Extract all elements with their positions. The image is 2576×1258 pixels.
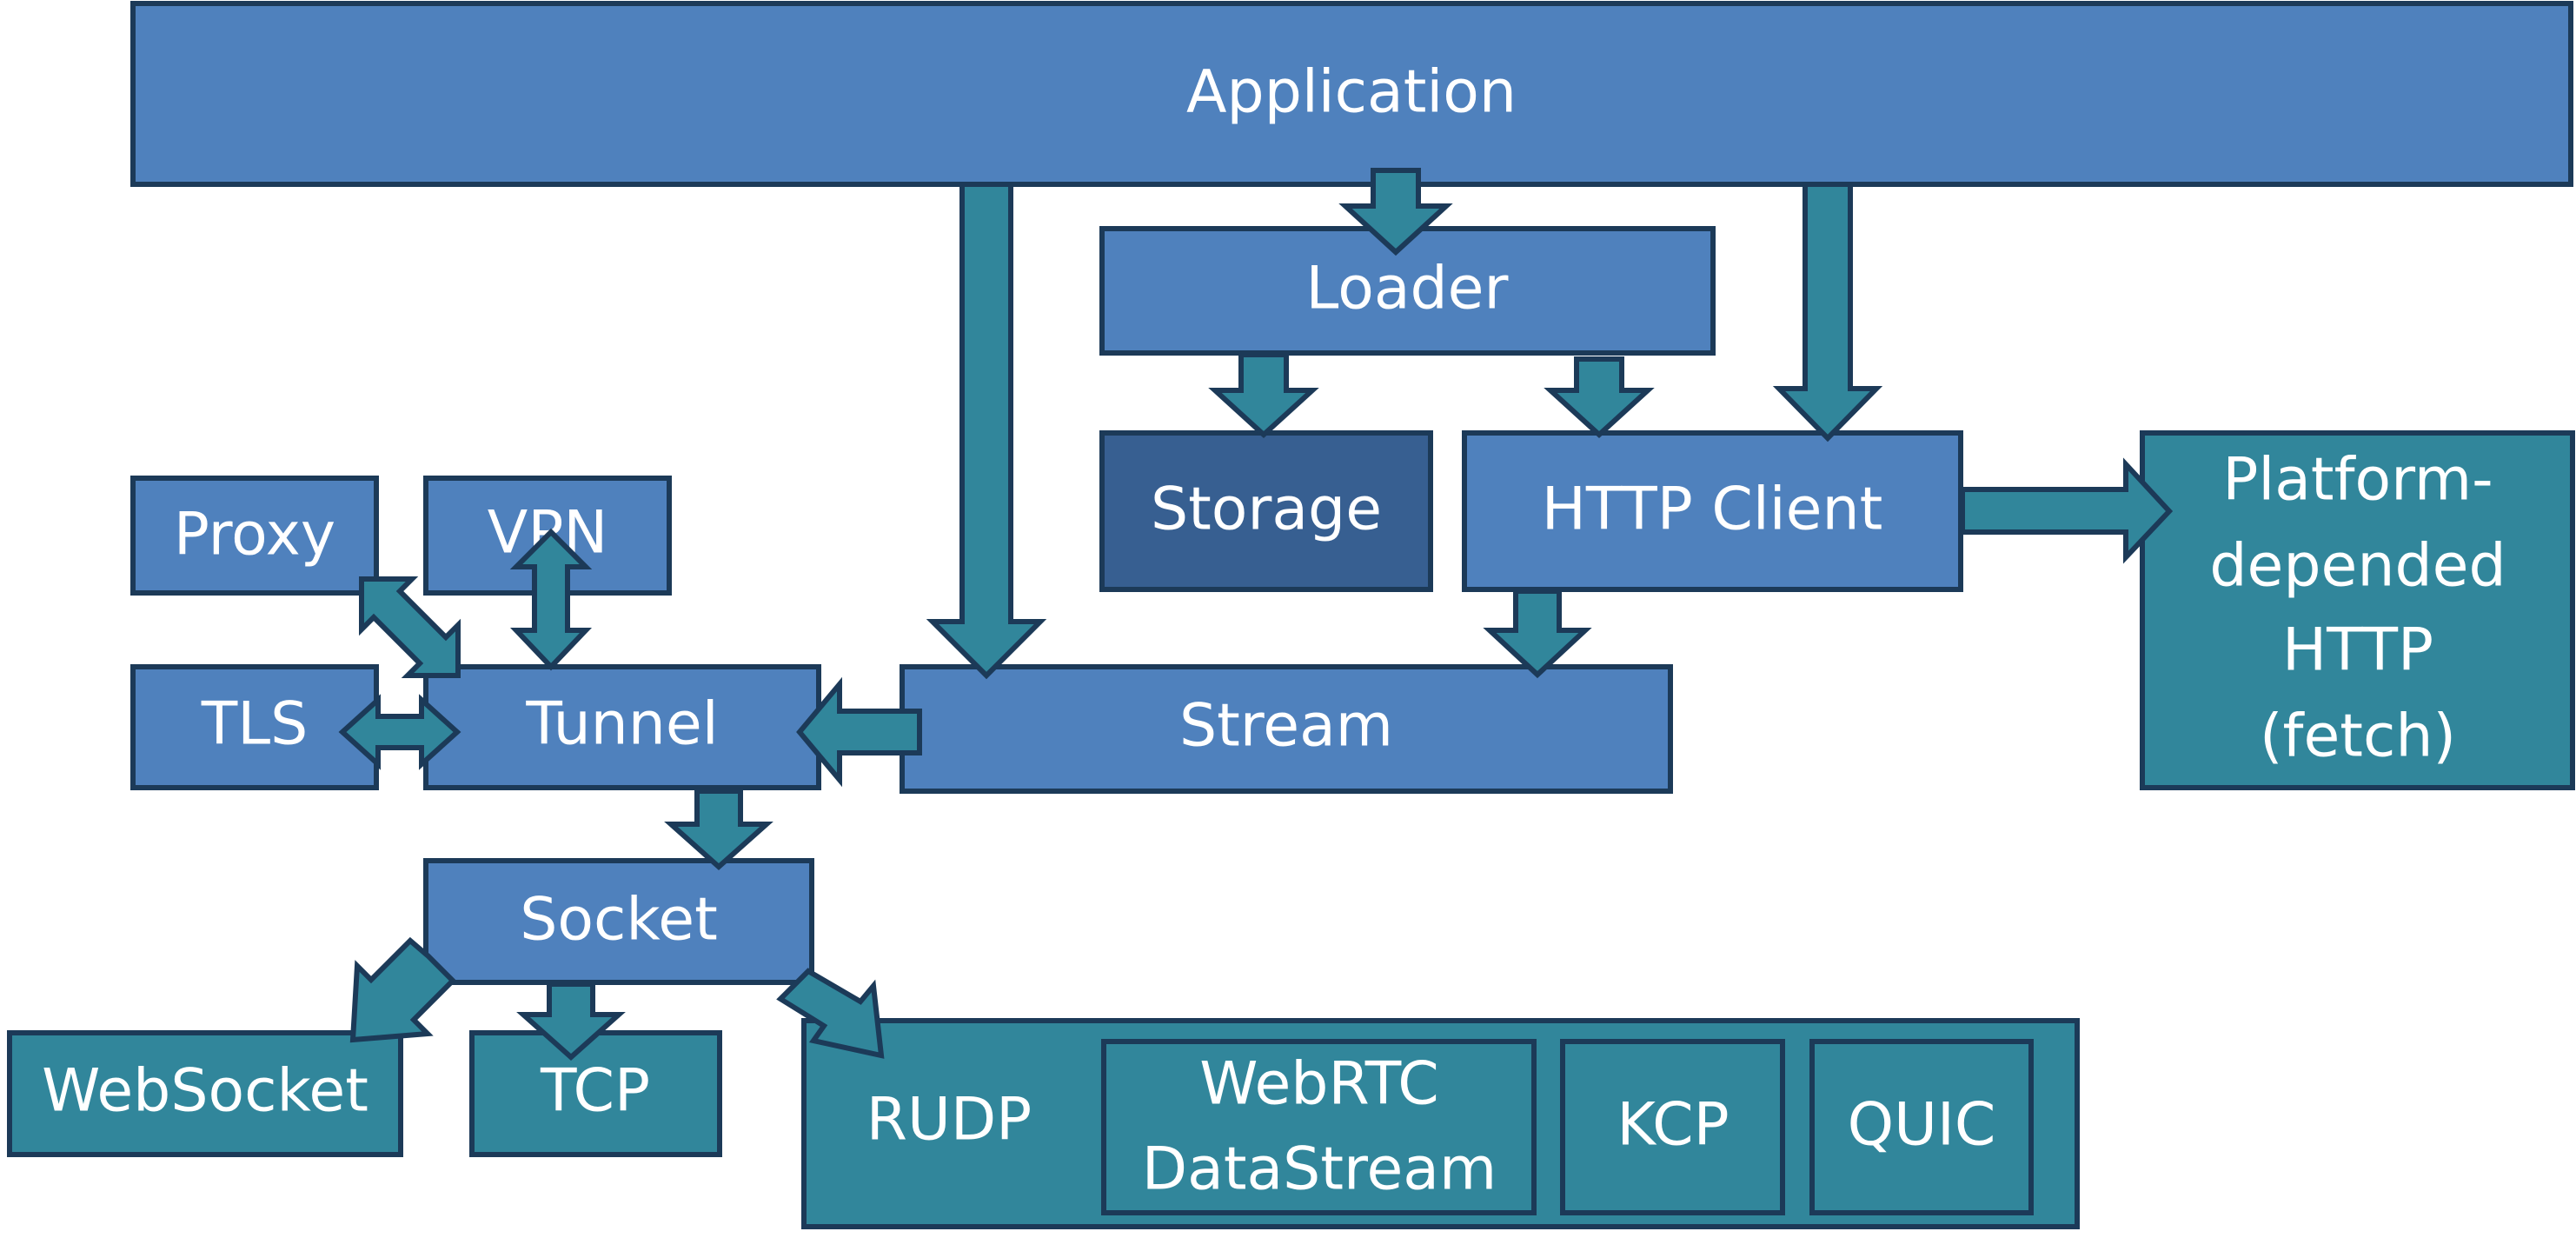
storage-label: Storage — [1151, 476, 1382, 544]
http-client-box: HTTP Client — [1462, 430, 1963, 592]
arrow-tls-tunnel — [338, 694, 461, 770]
loader-box: Loader — [1099, 226, 1716, 356]
kcp-label: KCP — [1617, 1091, 1729, 1160]
platform-http-line-3: HTTP — [2282, 616, 2433, 685]
application-label: Application — [1186, 58, 1517, 127]
arrow-socket-to-websocket — [349, 936, 457, 1043]
loader-label: Loader — [1306, 255, 1509, 323]
platform-http-line-1: Platform- — [2222, 446, 2493, 515]
quic-box: QUIC — [1809, 1039, 2034, 1215]
websocket-label: WebSocket — [42, 1057, 368, 1126]
platform-http-line-4: (fetch) — [2260, 702, 2456, 771]
arrow-tunnel-to-socket — [664, 789, 773, 871]
stream-label: Stream — [1179, 692, 1393, 761]
webrtc-line-2: DataStream — [1142, 1135, 1497, 1204]
tcp-box: TCP — [469, 1030, 722, 1157]
arrow-application-to-stream — [926, 182, 1047, 680]
storage-box: Storage — [1099, 430, 1433, 592]
tunnel-box: Tunnel — [423, 664, 821, 790]
arrow-socket-to-rudp — [776, 968, 885, 1059]
http-client-label: HTTP Client — [1542, 476, 1883, 544]
platform-http-box: Platform- depended HTTP (fetch) — [2140, 430, 2575, 790]
arrow-application-to-http-client — [1772, 182, 1883, 443]
arrow-loader-to-storage — [1208, 352, 1319, 439]
socket-label: Socket — [520, 886, 718, 955]
application-box: Application — [130, 1, 2573, 187]
arrow-proxy-tunnel — [359, 576, 461, 678]
tls-label: TLS — [201, 690, 309, 759]
socket-box: Socket — [423, 858, 814, 985]
platform-http-line-2: depended — [2209, 532, 2506, 601]
tls-box: TLS — [130, 664, 379, 790]
quic-label: QUIC — [1848, 1091, 1996, 1160]
arrow-application-to-loader — [1338, 168, 1453, 256]
rudp-label: RUDP — [866, 1086, 1032, 1155]
stream-box: Stream — [900, 664, 1673, 794]
proxy-box: Proxy — [130, 476, 379, 596]
webrtc-box: WebRTC DataStream — [1101, 1039, 1537, 1215]
tunnel-label: Tunnel — [525, 690, 718, 759]
arrow-socket-to-tcp — [516, 982, 626, 1062]
arrow-vpn-tunnel — [509, 528, 593, 671]
arrow-http-client-to-platform — [1960, 457, 2174, 564]
proxy-label: Proxy — [174, 501, 335, 569]
tcp-label: TCP — [540, 1057, 650, 1126]
webrtc-line-1: WebRTC — [1199, 1050, 1439, 1119]
arrow-stream-to-tunnel — [796, 676, 922, 788]
websocket-box: WebSocket — [7, 1030, 403, 1157]
arrow-http-client-to-stream — [1483, 589, 1592, 679]
arrow-loader-to-http-client — [1544, 356, 1655, 439]
kcp-box: KCP — [1560, 1039, 1785, 1215]
